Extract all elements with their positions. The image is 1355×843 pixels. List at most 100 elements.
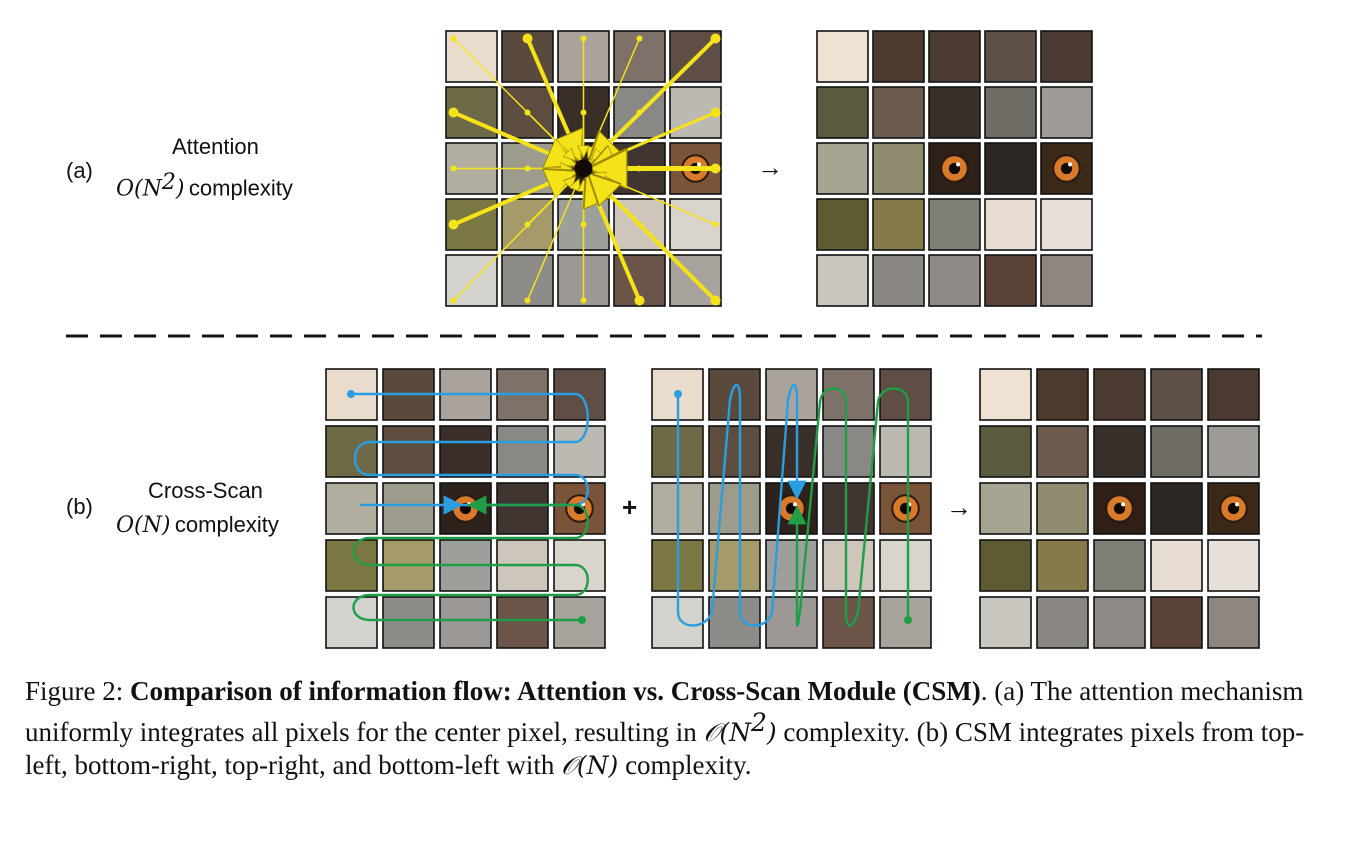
caption-math-a: 𝒪(N [703, 718, 751, 747]
csm-output-tile [979, 539, 1032, 592]
figure-diagram [66, 30, 1262, 649]
panel-b-letter: (b) [66, 494, 93, 519]
vscan-tile [822, 425, 875, 478]
panel-b-title: Cross-Scan [148, 478, 263, 503]
csm-output-tile [1036, 596, 1089, 649]
vscan-tile [765, 368, 818, 421]
csm-output-tile [1093, 425, 1146, 478]
attention-ray [526, 181, 579, 301]
vscan-tile [822, 539, 875, 592]
csm-output-tile [1150, 539, 1203, 592]
attention-ray-origin [710, 107, 721, 118]
attention-ray-origin [634, 295, 645, 306]
caption-prefix: Figure 2: [25, 676, 124, 706]
attention-ray-origin [450, 297, 457, 304]
attention-ray [452, 174, 571, 227]
attention-output-tile [984, 86, 1037, 139]
csm-output-tile [1150, 425, 1203, 478]
vscan-tile [708, 539, 761, 592]
csm-output-tile [979, 596, 1032, 649]
hscan-tile [553, 425, 606, 478]
vscan-tile [822, 596, 875, 649]
caption-math-a-close: ) [766, 718, 777, 747]
attention-ray-origin [710, 163, 721, 174]
vscan-tile [765, 425, 818, 478]
eye-highlight [1068, 162, 1073, 167]
vscan-tile [708, 368, 761, 421]
attention-ray [593, 178, 717, 302]
hscan-tile [382, 596, 435, 649]
caption-bold-title: Comparison of information flow: Attentio… [130, 676, 981, 706]
eye-highlight [956, 162, 961, 167]
attention-output-tile [872, 86, 925, 139]
attention-output-tile [816, 198, 869, 251]
csm-output-tile [1036, 539, 1089, 592]
vscan-tile [708, 596, 761, 649]
attention-ray-origin [580, 297, 587, 304]
hscan-tile [325, 482, 378, 535]
attention-ray-origin [448, 107, 459, 118]
attention-ray [525, 37, 578, 156]
csm-output-tile [1207, 596, 1260, 649]
scan-start-blue [347, 390, 355, 398]
csm-output-tile [1036, 425, 1089, 478]
vertical-scan-grid [651, 368, 932, 649]
attention-output-tile [816, 30, 869, 83]
attention-arrows [448, 33, 721, 306]
attention-ray-origin [524, 165, 531, 172]
attention-output-tile [928, 254, 981, 307]
scan-start-green [578, 616, 586, 624]
attention-input-tile [613, 30, 666, 83]
attention-ray-origin [524, 297, 531, 304]
csm-output-tile [1093, 539, 1146, 592]
csm-output-tile [1207, 539, 1260, 592]
vscan-tile [879, 539, 932, 592]
attention-output-tile [816, 142, 869, 195]
csm-output-tile [1150, 596, 1203, 649]
attention-output-tile [816, 254, 869, 307]
scan-path-bottom-right [352, 495, 589, 622]
vscan-tile [879, 425, 932, 478]
csm-output-tile [1093, 368, 1146, 421]
attention-ray-origin [580, 35, 587, 42]
vscan-tile [765, 596, 818, 649]
panel-a-complexity: complexity [188, 175, 293, 201]
panel-b-plus: + [622, 492, 638, 522]
attention-ray-origin [712, 221, 719, 228]
scan-start-blue [674, 390, 682, 398]
panel-a-letter: (a) [66, 158, 93, 183]
hscan-tile [496, 482, 549, 535]
attention-ray-origin [522, 33, 533, 44]
hscan-tile [382, 482, 435, 535]
csm-output-tile [979, 482, 1032, 535]
cross-scan-output-grid [979, 368, 1260, 649]
panel-b-arrow: → [946, 492, 972, 522]
horizontal-scan-grid [325, 368, 606, 649]
eye-highlight [1121, 502, 1126, 507]
attention-ray [452, 178, 574, 302]
attention-output-tile [1040, 86, 1093, 139]
attention-ray [526, 111, 574, 159]
attention-output-tile [872, 198, 925, 251]
vscan-tile [822, 368, 875, 421]
panel-a-math-close: ) [175, 176, 185, 202]
caption-text-b: complexity. (b) CSM integrates pixels fr… [25, 717, 1305, 780]
panel-a-math-sup: 2 [161, 170, 176, 195]
hscan-tile [325, 596, 378, 649]
csm-output-tile [1093, 596, 1146, 649]
figure-caption: Figure 2: Comparison of information flow… [25, 675, 1330, 782]
attention-output-tile [984, 198, 1037, 251]
attention-output-tile [872, 142, 925, 195]
attention-output-tile [1040, 254, 1093, 307]
vscan-tile [651, 596, 704, 649]
attention-output-tile [928, 86, 981, 139]
attention-ray-origin [710, 295, 721, 306]
vscan-tile [708, 425, 761, 478]
attention-output-tile [928, 198, 981, 251]
panel-a-math: O(N [116, 176, 162, 202]
hscan-tile [496, 596, 549, 649]
attention-output-tile [872, 30, 925, 83]
attention-output-tile [1040, 198, 1093, 251]
eye-highlight [697, 162, 702, 167]
attention-ray-origin [636, 109, 643, 116]
